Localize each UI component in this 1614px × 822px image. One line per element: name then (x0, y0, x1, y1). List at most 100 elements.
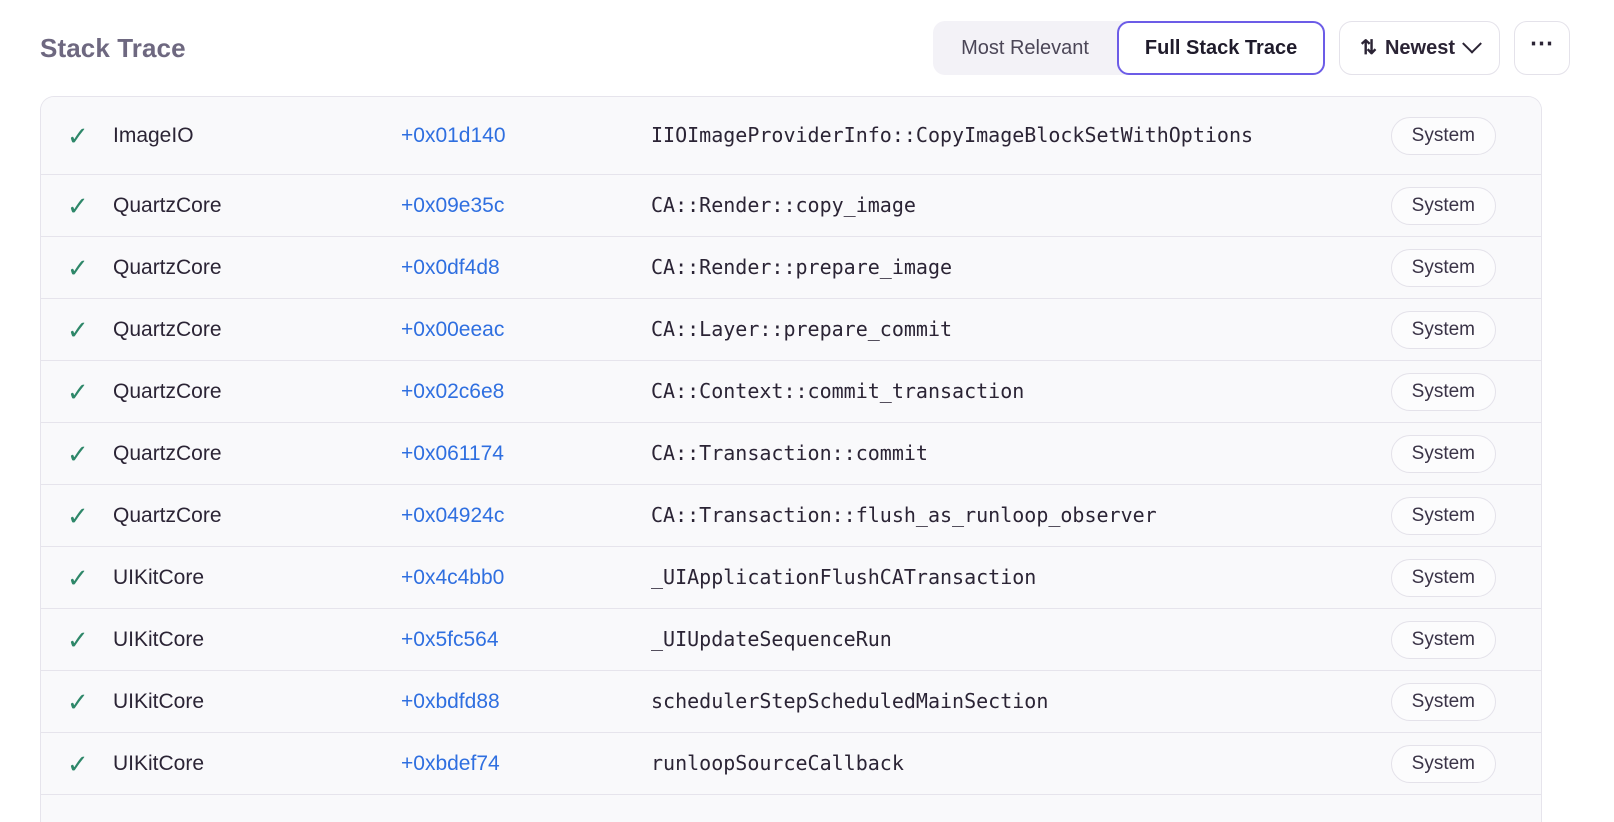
stack-frame-list: ✓ ImageIO +0x01d140 IIOImageProviderInfo… (40, 96, 1542, 822)
table-row[interactable]: ✓ QuartzCore +0x02c6e8 CA::Context::comm… (41, 361, 1541, 423)
sort-button-label: Newest (1384, 36, 1455, 59)
frame-status: ✓ (67, 123, 113, 149)
panel-header: Stack Trace Most Relevant Full Stack Tra… (0, 0, 1614, 96)
frame-module: ImageIO (113, 123, 194, 147)
table-row[interactable]: ✓ UIKitCore +0xbdef74 runloopSourceCallb… (41, 733, 1541, 795)
frame-symbol: _UIUpdateSequenceRun (651, 627, 892, 651)
tab-full-stack-trace[interactable]: Full Stack Trace (1116, 21, 1326, 75)
table-row[interactable]: ✓ UIKitCore +0x5fc564 _UIUpdateSequenceR… (41, 609, 1541, 671)
check-icon: ✓ (67, 252, 89, 283)
sort-button[interactable]: ⇅ Newest (1339, 21, 1500, 75)
table-row[interactable]: ✓ UIKitCore +0x4c4bb0 _UIApplicationFlus… (41, 547, 1541, 609)
frame-offset-link[interactable]: +0x04924c (401, 503, 505, 527)
frame-symbol: CA::Layer::prepare_commit (651, 317, 953, 341)
frame-badge-wrap: System (1356, 310, 1496, 349)
frame-symbol: CA::Transaction::flush_as_runloop_observ… (651, 503, 1157, 527)
status-badge: System (1390, 496, 1496, 535)
frame-symbol: CA::Transaction::commit (651, 441, 928, 465)
frame-badge-wrap: System (1356, 116, 1496, 155)
table-row[interactable]: ✓ QuartzCore +0x061174 CA::Transaction::… (41, 423, 1541, 485)
status-badge: System (1390, 186, 1496, 225)
frame-offset-link[interactable]: +0x0df4d8 (401, 255, 500, 279)
frame-symbol: IIOImageProviderInfo::CopyImageBlockSetW… (651, 123, 1254, 147)
frame-module: UIKitCore (113, 751, 205, 775)
frame-offset-link[interactable]: +0x01d140 (401, 123, 506, 147)
frame-offset-link[interactable]: +0x061174 (401, 441, 504, 465)
check-icon: ✓ (67, 500, 89, 531)
check-icon: ✓ (67, 686, 89, 717)
view-mode-segmented-control[interactable]: Most Relevant Full Stack Trace (933, 21, 1326, 75)
status-badge: System (1390, 620, 1496, 659)
frame-badge-wrap: System (1356, 248, 1496, 287)
frame-symbol: schedulerStepScheduledMainSection (651, 689, 1049, 713)
frame-module: UIKitCore (113, 565, 205, 589)
check-icon: ✓ (67, 562, 89, 593)
frame-offset-link[interactable]: +0x5fc564 (401, 627, 499, 651)
frame-badge-wrap: System (1356, 496, 1496, 535)
frame-status: ✓ (67, 255, 113, 281)
frame-badge-wrap: System (1356, 434, 1496, 473)
frame-symbol: CA::Render::copy_image (651, 193, 916, 217)
status-badge: System (1390, 372, 1496, 411)
check-icon: ✓ (67, 190, 89, 221)
table-row[interactable]: ✓ QuartzCore +0x00eeac CA::Layer::prepar… (41, 299, 1541, 361)
frame-symbol: CA::Context::commit_transaction (651, 379, 1025, 403)
frame-badge-wrap: System (1356, 372, 1496, 411)
check-icon: ✓ (67, 748, 89, 779)
frame-status: ✓ (67, 317, 113, 343)
frame-status: ✓ (67, 441, 113, 467)
table-row[interactable]: ✓ QuartzCore +0x09e35c CA::Render::copy_… (41, 175, 1541, 237)
status-badge: System (1390, 744, 1496, 783)
frame-module: UIKitCore (113, 689, 205, 713)
frame-status: ✓ (67, 379, 113, 405)
tab-most-relevant[interactable]: Most Relevant (961, 36, 1089, 59)
status-badge: System (1390, 248, 1496, 287)
status-badge: System (1390, 434, 1496, 473)
frame-module: QuartzCore (113, 317, 222, 341)
table-row[interactable]: ✓ ImageIO +0x01d140 IIOImageProviderInfo… (41, 97, 1541, 175)
frame-module: QuartzCore (113, 441, 222, 465)
status-badge: System (1390, 116, 1496, 155)
table-row[interactable]: ✓ UIKitCore +0xbdfd88 schedulerStepSched… (41, 671, 1541, 733)
frame-badge-wrap: System (1356, 744, 1496, 783)
frame-module: QuartzCore (113, 379, 222, 403)
sort-arrows-icon: ⇅ (1360, 37, 1377, 59)
table-row[interactable]: ✓ QuartzCore +0x0df4d8 CA::Render::prepa… (41, 237, 1541, 299)
header-controls: Most Relevant Full Stack Trace ⇅ Newest … (933, 21, 1570, 75)
status-badge: System (1390, 558, 1496, 597)
frame-offset-link[interactable]: +0xbdfd88 (401, 689, 500, 713)
overflow-menu-button[interactable]: ⋯ (1514, 21, 1570, 75)
frame-status: ✓ (67, 751, 113, 777)
check-icon: ✓ (67, 624, 89, 655)
frame-offset-link[interactable]: +0x4c4bb0 (401, 565, 505, 589)
frame-status: ✓ (67, 627, 113, 653)
table-row[interactable]: ✓ QuartzCore +0x04924c CA::Transaction::… (41, 485, 1541, 547)
frame-status: ✓ (67, 503, 113, 529)
chevron-down-icon (1462, 33, 1482, 54)
frame-module: QuartzCore (113, 193, 222, 217)
frame-symbol: runloopSourceCallback (651, 751, 904, 775)
check-icon: ✓ (67, 438, 89, 469)
frame-status: ✓ (67, 689, 113, 715)
frame-module: QuartzCore (113, 503, 222, 527)
frame-offset-link[interactable]: +0x09e35c (401, 193, 505, 217)
frame-offset-link[interactable]: +0x00eeac (401, 317, 505, 341)
frame-offset-link[interactable]: +0xbdef74 (401, 751, 500, 775)
frame-status: ✓ (67, 565, 113, 591)
ellipsis-icon: ⋯ (1529, 30, 1555, 57)
frame-offset-link[interactable]: +0x02c6e8 (401, 379, 505, 403)
status-badge: System (1390, 682, 1496, 721)
frame-symbol: _UIApplicationFlushCATransaction (651, 565, 1037, 589)
status-badge: System (1390, 310, 1496, 349)
frame-module: UIKitCore (113, 627, 205, 651)
frame-module: QuartzCore (113, 255, 222, 279)
frame-symbol: CA::Render::prepare_image (651, 255, 953, 279)
frame-status: ✓ (67, 193, 113, 219)
check-icon: ✓ (67, 376, 89, 407)
frame-badge-wrap: System (1356, 558, 1496, 597)
frame-badge-wrap: System (1356, 186, 1496, 225)
page-title: Stack Trace (40, 32, 186, 63)
frame-badge-wrap: System (1356, 682, 1496, 721)
check-icon: ✓ (67, 120, 89, 151)
